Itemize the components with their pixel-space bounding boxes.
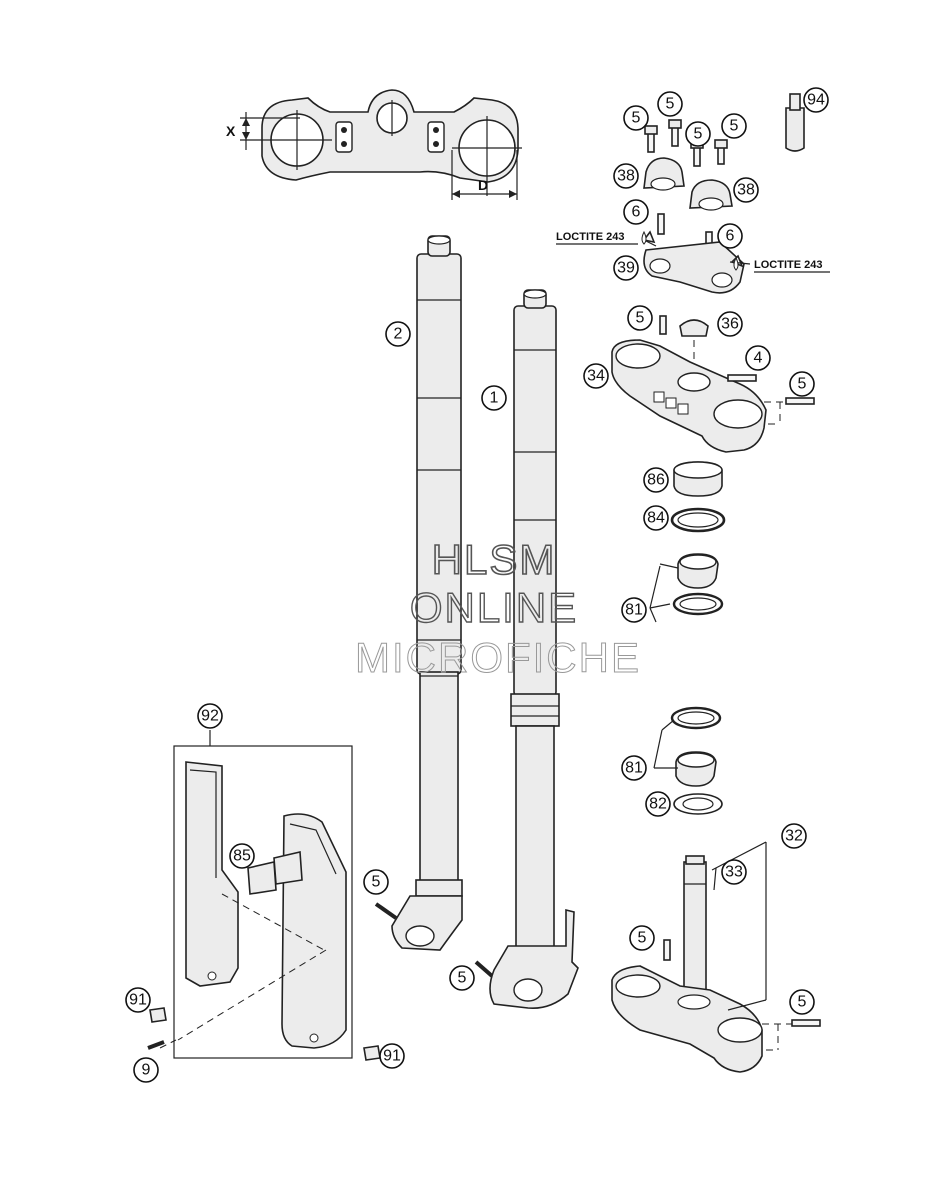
svg-text:84: 84 — [647, 510, 665, 527]
svg-text:33: 33 — [725, 864, 743, 881]
svg-text:91: 91 — [129, 992, 147, 1009]
callout-36: 36 — [717, 311, 743, 337]
callout-6-b: 6 — [717, 223, 743, 249]
watermark: HLSM ONLINE MICROFICHE — [355, 535, 641, 681]
handlebar-bridge — [642, 213, 745, 294]
callout-5-j: 5 — [449, 965, 475, 991]
svg-text:94: 94 — [807, 92, 825, 109]
handlebar-clamps — [643, 157, 733, 211]
svg-text:32: 32 — [785, 828, 803, 845]
svg-text:5: 5 — [798, 376, 807, 393]
callout-39: 39 — [613, 255, 639, 281]
callout-94: 94 — [803, 87, 829, 113]
callout-4: 4 — [745, 345, 771, 371]
callout-33: 33 — [721, 859, 747, 885]
svg-text:34: 34 — [587, 368, 605, 385]
callout-5-a: 5 — [623, 105, 649, 131]
svg-text:6: 6 — [632, 204, 641, 221]
fork-leg-left — [391, 235, 463, 951]
svg-text:5: 5 — [458, 970, 467, 987]
callout-5-h: 5 — [789, 989, 815, 1015]
loctite-right: LOCTITE 243 — [733, 256, 830, 273]
callout-32: 32 — [781, 823, 807, 849]
svg-text:86: 86 — [647, 472, 665, 489]
callout-2: 2 — [385, 321, 411, 347]
loctite-label-left: LOCTITE 243 — [556, 231, 624, 243]
callout-5-g: 5 — [629, 925, 655, 951]
svg-text:91: 91 — [383, 1048, 401, 1065]
callout-81-b: 81 — [621, 755, 647, 781]
axle-clamp-bolts — [374, 902, 494, 978]
loctite-left: LOCTITE 243 — [556, 230, 647, 245]
fork-leg-right — [489, 289, 579, 1010]
callout-5-e: 5 — [627, 305, 653, 331]
svg-text:4: 4 — [754, 350, 763, 367]
callout-86: 86 — [643, 467, 669, 493]
callout-85: 85 — [229, 843, 255, 869]
callout-81-a: 81 — [621, 597, 647, 623]
callout-91-b: 91 — [379, 1043, 405, 1069]
callout-5-b: 5 — [657, 91, 683, 117]
callout-92: 92 — [197, 703, 223, 729]
fork-guard-box — [147, 730, 381, 1061]
triple-clamp-dimension-view: X D — [226, 89, 522, 200]
loctite-label-right: LOCTITE 243 — [754, 259, 822, 271]
upper-triple-clamp — [611, 315, 815, 453]
svg-text:5: 5 — [730, 118, 739, 135]
svg-text:5: 5 — [798, 994, 807, 1011]
svg-text:5: 5 — [694, 126, 703, 143]
svg-text:5: 5 — [638, 930, 647, 947]
lower-triple-clamp — [611, 855, 821, 1073]
svg-text:5: 5 — [632, 110, 641, 127]
svg-text:36: 36 — [721, 316, 739, 333]
callout-91-a: 91 — [125, 987, 151, 1013]
svg-text:5: 5 — [636, 310, 645, 327]
callout-5-c: 5 — [685, 121, 711, 147]
callout-38-b: 38 — [733, 177, 759, 203]
callout-1: 1 — [481, 385, 507, 411]
svg-text:85: 85 — [233, 848, 251, 865]
svg-text:9: 9 — [142, 1062, 151, 1079]
leader-lines — [643, 239, 767, 1011]
callout-84: 84 — [643, 505, 669, 531]
svg-text:92: 92 — [201, 708, 219, 725]
svg-text:81: 81 — [625, 602, 643, 619]
svg-text:1: 1 — [490, 390, 499, 407]
callout-9: 9 — [133, 1057, 159, 1083]
callout-5-d: 5 — [721, 113, 747, 139]
callout-34: 34 — [583, 363, 609, 389]
svg-text:6: 6 — [726, 228, 735, 245]
svg-text:82: 82 — [649, 796, 667, 813]
svg-text:5: 5 — [666, 96, 675, 113]
callout-38-a: 38 — [613, 163, 639, 189]
callout-5-i: 5 — [363, 869, 389, 895]
svg-text:38: 38 — [737, 182, 755, 199]
callout-6-a: 6 — [623, 199, 649, 225]
svg-text:2: 2 — [394, 326, 403, 343]
dimension-d-label: D — [478, 177, 488, 193]
svg-text:81: 81 — [625, 760, 643, 777]
dimension-x-label: X — [226, 123, 236, 139]
watermark-line-1: HLSM — [432, 536, 557, 583]
svg-text:39: 39 — [617, 260, 635, 277]
callout-82: 82 — [645, 791, 671, 817]
svg-text:38: 38 — [617, 168, 635, 185]
svg-text:5: 5 — [372, 874, 381, 891]
watermark-line-2: ONLINE — [410, 584, 578, 631]
callout-5-f: 5 — [789, 371, 815, 397]
steering-bearings — [670, 461, 726, 815]
watermark-line-3: MICROFICHE — [355, 634, 641, 681]
